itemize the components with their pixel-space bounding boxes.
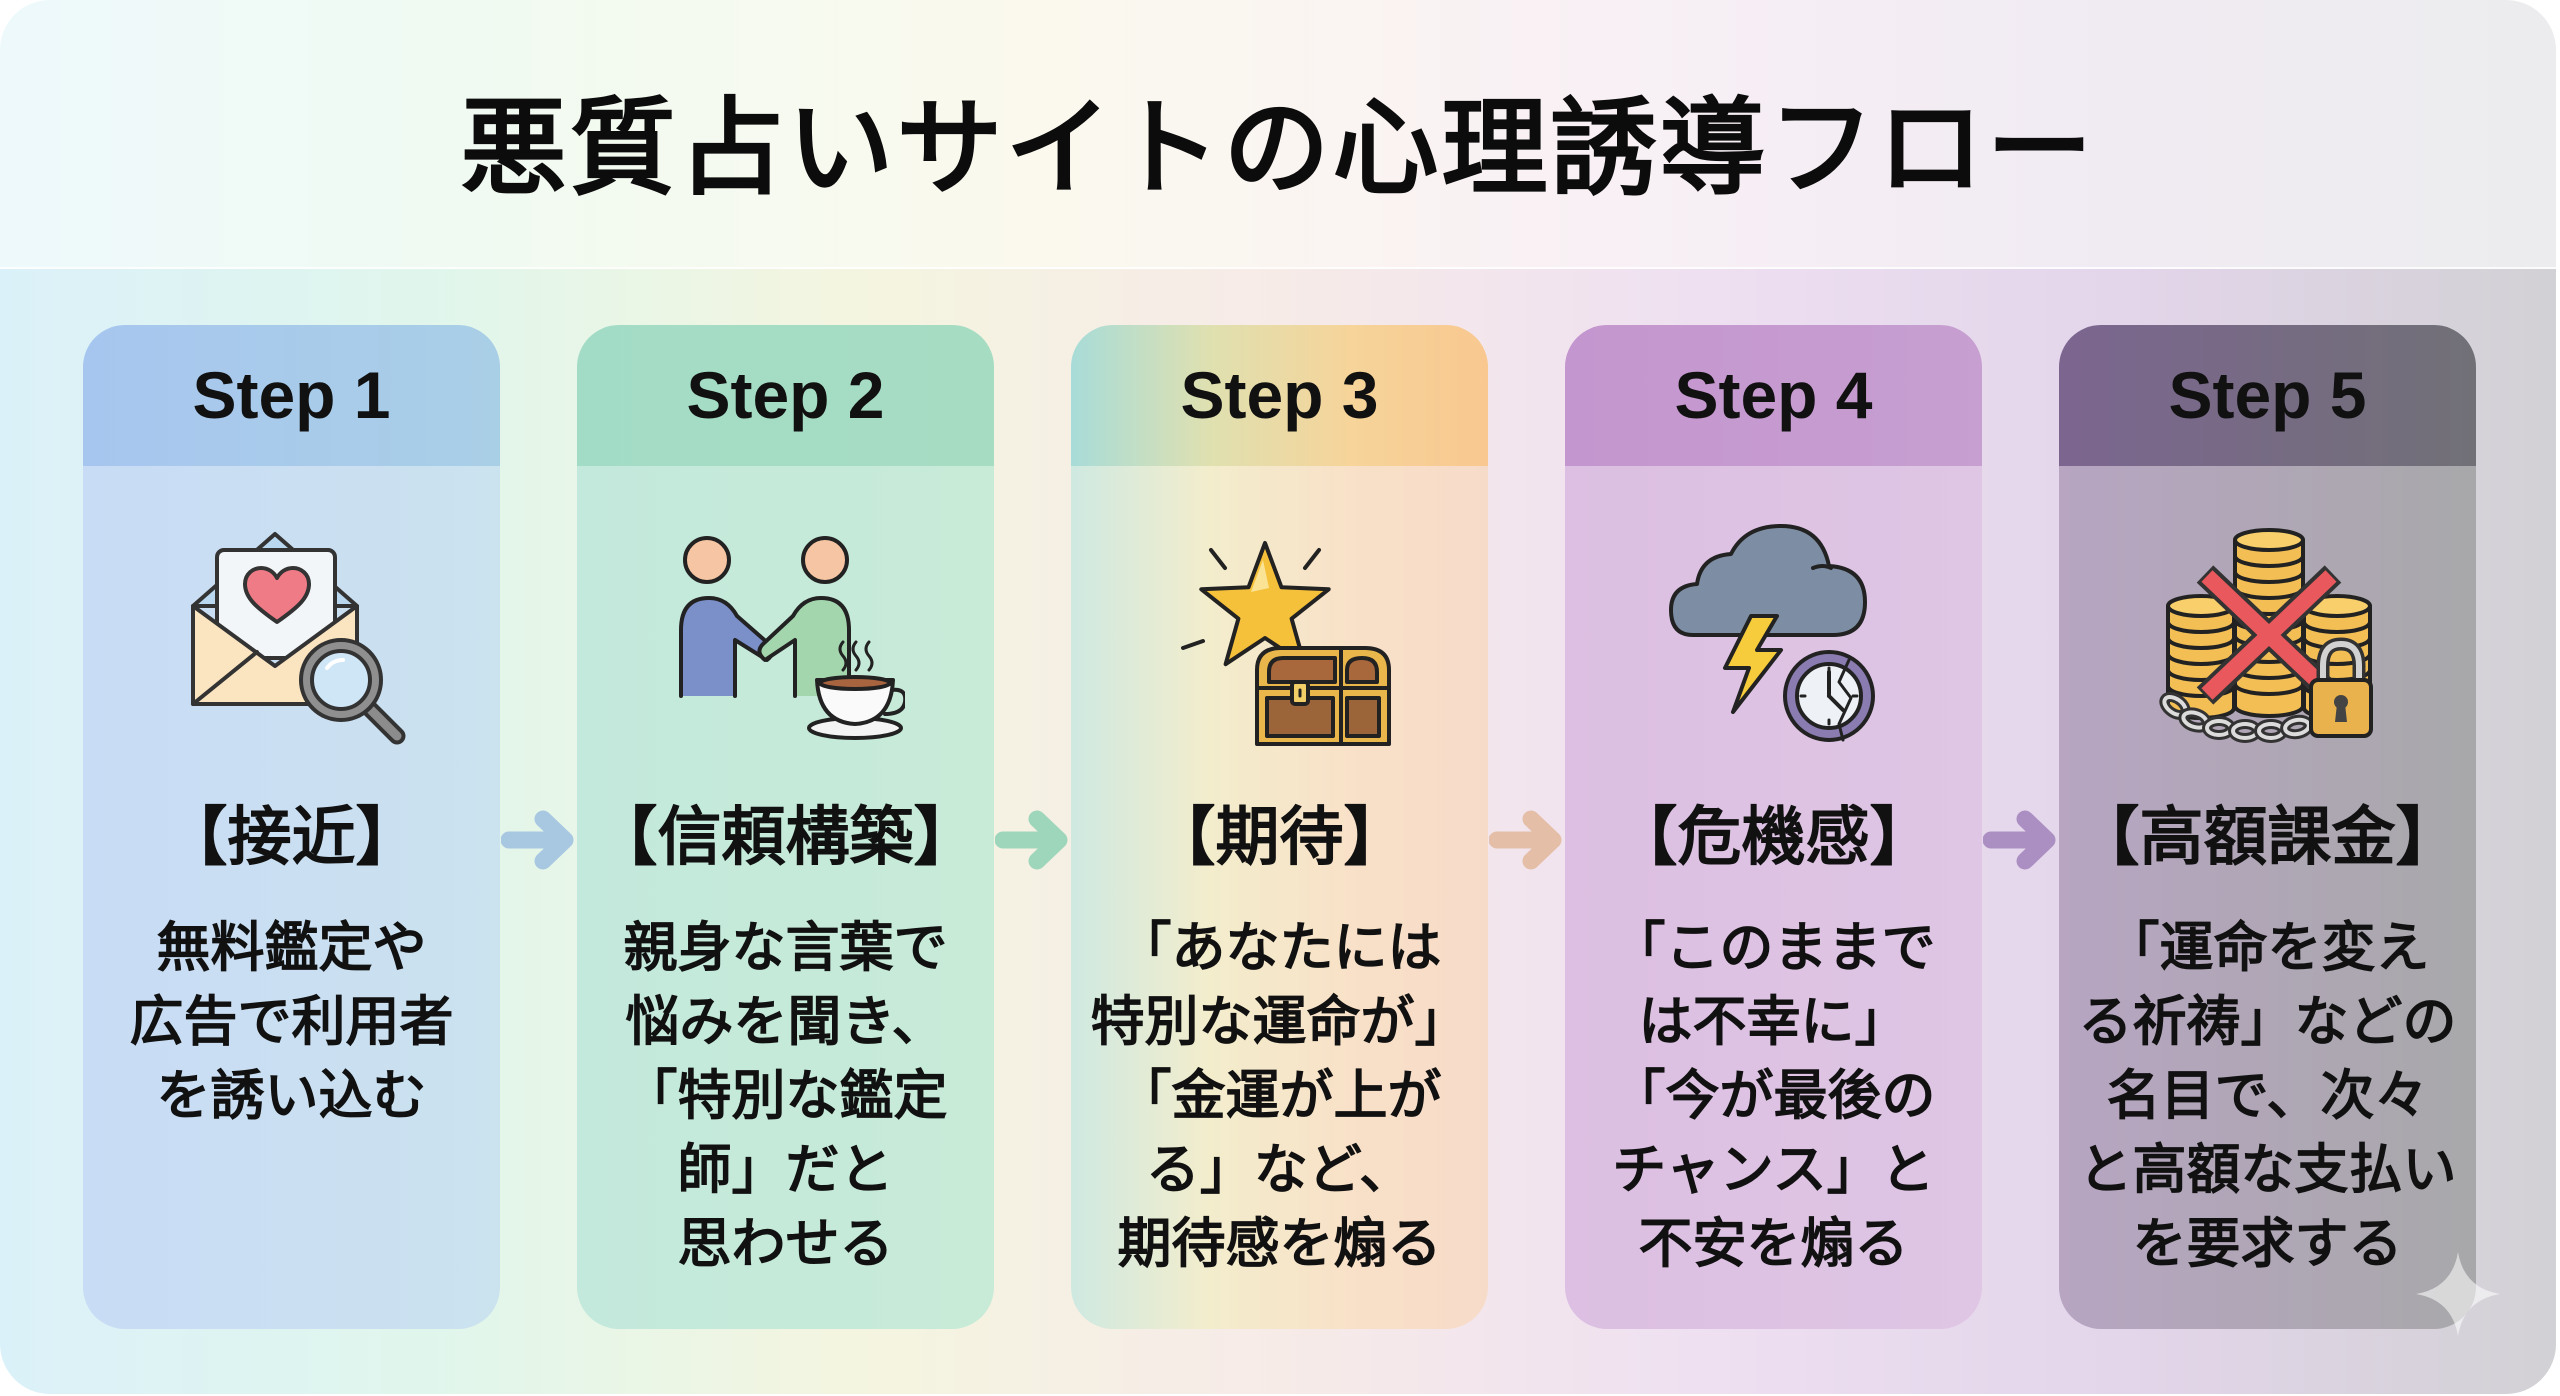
star-treasure-chest-icon [1181,541,1391,746]
step-header: Step 4 [1565,325,1982,466]
step-label: 【危機感】 [1613,801,1934,875]
flow-arrow-icon [1983,810,2056,870]
storm-cloud-clock-icon [1669,524,1875,742]
sparkle-icon [2416,1252,2500,1336]
step-body: 【危機感】 「このままで は不幸に」 「今が最後の チャンス」と 不安を煽る [1565,466,1982,1329]
step-body: 【接近】 無料鑑定や 広告で利用者 を誘い込む [83,466,500,1329]
step-header: Step 3 [1071,325,1488,466]
step-header: Step 1 [83,325,500,466]
step-label: 【期待】 [1151,801,1408,875]
step-card-2: Step 2 【信頼構築】 親身な言葉で [577,325,994,1329]
step-card-3: Step 3 [1071,325,1488,1329]
step-body: 【期待】 「あなたには 特別な運命が」 「金運が上が る」など、 期待感を煽る [1071,466,1488,1329]
step-card-1: Step 1 【接近】 無料鑑定や 広告で利用者 [83,325,500,1329]
description-line: を要求する [2132,1212,2403,1275]
description-line: 師」だと [677,1138,894,1201]
step-description: 「このままで は不幸に」 「今が最後の チャンス」と 不安を煽る [1565,911,1982,1281]
description-line: を誘い込む [156,1064,427,1127]
step-body: 【信頼構築】 親身な言葉で 悩みを聞き、 「特別な鑑定 師」だと 思わせる [577,466,994,1329]
description-line: 不安を煽る [1638,1212,1909,1275]
step-description: 「運命を変え る祈祷」などの 名目で、次々 と高額な支払い を要求する [2059,911,2476,1281]
description-line: 「運命を変え [2105,916,2430,979]
description-line: 「今が最後の [1611,1064,1936,1127]
step-body: 【高額課金】 「運命を変え る祈祷」などの 名目で、次々 と高額な支払い を要求… [2059,466,2476,1329]
step-description: 親身な言葉で 悩みを聞き、 「特別な鑑定 師」だと 思わせる [577,911,994,1281]
step-card-4: Step 4 【危機感】 [1565,325,1982,1329]
description-line: と高額な支払い [2078,1138,2457,1201]
handshake-coffee-icon [679,536,905,740]
description-line: 「あなたには [1117,916,1442,979]
flow-arrow-icon [501,810,574,870]
step-description: 無料鑑定や 広告で利用者 を誘い込む [83,911,500,1133]
description-line: 「金運が上が [1117,1064,1442,1127]
description-line: 無料鑑定や [156,916,427,979]
step-label: 【高額課金】 [2075,801,2460,875]
description-line: 「特別な鑑定 [623,1064,948,1127]
step-card-5: Step 5 [2059,325,2476,1329]
step-label: 【接近】 [163,801,420,875]
description-line: 特別な運命が」 [1090,990,1469,1053]
step-description: 「あなたには 特別な運命が」 「金運が上が る」など、 期待感を煽る [1071,911,1488,1281]
page-title: 悪質占いサイトの心理誘導フロー [460,87,2096,210]
step-header: Step 5 [2059,325,2476,466]
locked-coins-crossed-icon [2159,528,2373,743]
description-line: 思わせる [677,1212,894,1275]
envelope-heart-magnifier-icon [191,532,406,745]
description-line: る祈祷」などの [2078,990,2457,1053]
description-line: 期待感を煽る [1117,1212,1442,1275]
description-line: る」など、 [1145,1138,1414,1201]
title-band: 悪質占いサイトの心理誘導フロー [0,0,2556,269]
description-line: チャンス」と [1612,1138,1935,1201]
step-header: Step 2 [577,325,994,466]
flow-arrow-icon [995,810,1068,870]
description-line: 悩みを聞き、 [625,990,946,1053]
description-line: は不幸に」 [1638,990,1909,1053]
step-label: 【信頼構築】 [593,801,978,875]
description-line: 「このままで [1611,916,1936,979]
description-line: 広告で利用者 [129,990,454,1053]
description-line: 名目で、次々 [2106,1064,2429,1127]
description-line: 親身な言葉で [623,916,948,979]
flow-arrow-icon [1489,810,1562,870]
